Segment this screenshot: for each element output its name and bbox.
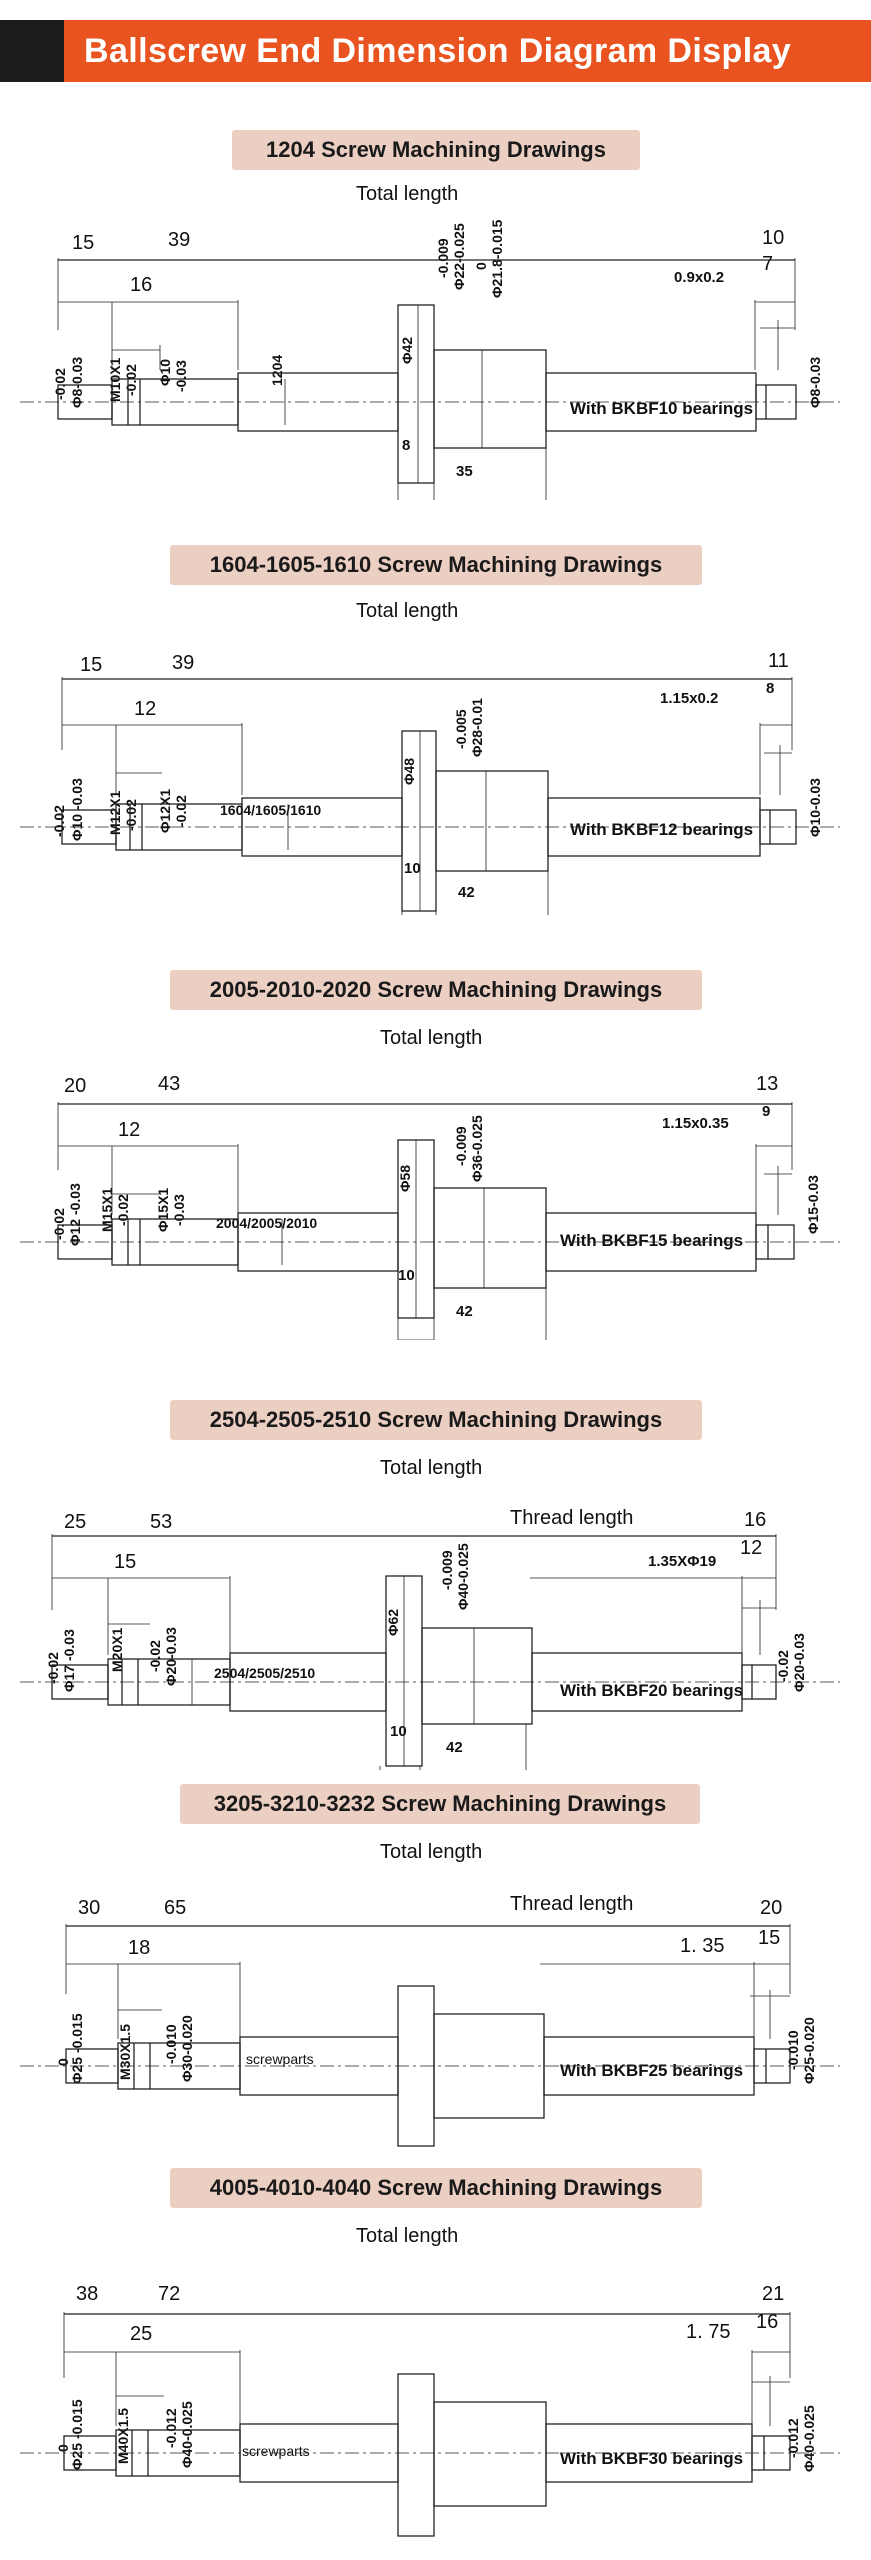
model-label: 2004/2005/2010 [216,1215,318,1231]
bearing-note: With BKBF10 bearings [570,399,754,418]
groove-dim: 0.9x0.2 [674,269,725,286]
dim-right-1: 16 [744,1509,767,1531]
dim-left-3: 18 [128,1937,151,1959]
dim-left-1: 38 [76,2283,99,2305]
screw-diagram [20,1924,840,2147]
groove-dim: 1. 75 [686,2321,731,2343]
nut-length: 42 [458,884,475,901]
header-accent-block [0,20,64,82]
section-title: 2504-2505-2510 Screw Machining Drawings [170,1400,702,1440]
drawing-section-3205: 3205-3210-3232 Screw Machining Drawings … [0,1784,871,2164]
drawing-section-1204: 1204 Screw Machining Drawings Total leng… [0,130,871,510]
groove-dim: 1.35XΦ19 [648,1553,717,1570]
bearing-note: With BKBF30 bearings [560,2449,744,2468]
drawing-section-4005: 4005-4010-4040 Screw Machining Drawings … [0,2168,871,2548]
dim-right-2: 7 [762,253,774,275]
dim-left-1: 15 [72,232,95,254]
page-title: Ballscrew End Dimension Diagram Display [84,32,792,70]
dim-left-3: 15 [114,1551,137,1573]
total-length-label: Total length [380,1027,483,1049]
dim-left-3: 12 [118,1119,141,1141]
total-length-label: Total length [380,1841,483,1863]
flange-width: 10 [398,1267,415,1284]
dim-left-3: 16 [130,274,153,296]
dim-left-2: 53 [150,1511,173,1533]
dim-left-1: 20 [64,1075,87,1097]
dim-left-3: 12 [134,698,157,720]
total-length-label: Total length [356,2225,459,2247]
screw-diagram [20,1102,840,1340]
section-title: 1604-1605-1610 Screw Machining Drawings [170,545,702,585]
drawing-section-2005: 2005-2010-2020 Screw Machining Drawings … [0,970,871,1350]
dim-left-1: 15 [80,654,103,676]
bearing-note: With BKBF12 bearings [570,820,754,839]
screw-diagram [20,677,840,915]
groove-dim: 1. 35 [680,1935,725,1957]
dim-left-2: 39 [168,229,191,251]
model-label: 2504/2505/2510 [214,1665,316,1681]
drawing-section-2504: 2504-2505-2510 Screw Machining Drawings … [0,1400,871,1780]
dim-left-2: 72 [158,2283,181,2305]
model-label: screwparts [246,2051,314,2067]
dim-left-1: 25 [64,1511,87,1533]
total-length-label: Total length [380,1457,483,1479]
nut-length: 35 [456,463,473,480]
nut-length: 42 [446,1739,463,1756]
bearing-note: With BKBF20 bearings [560,1681,744,1700]
dim-right-2: 8 [766,680,775,697]
dim-right-2: 12 [740,1537,763,1559]
drawing-section-1604: 1604-1605-1610 Screw Machining Drawings … [0,545,871,925]
dim-right-1: 10 [762,227,785,249]
dim-right-1: 20 [760,1897,783,1919]
section-title: 3205-3210-3232 Screw Machining Drawings [180,1784,700,1824]
thread-length-label: Thread length [510,1893,634,1915]
page-header: Ballscrew End Dimension Diagram Display [0,20,871,82]
dim-right-2: 16 [756,2311,779,2333]
thread-length-label: Thread length [510,1507,634,1529]
model-label: 1604/1605/1610 [220,802,322,818]
dim-left-2: 43 [158,1073,181,1095]
screw-diagram [20,2312,840,2537]
model-label: screwparts [242,2443,310,2459]
screw-diagram [20,1534,840,1770]
dim-right-1: 21 [762,2283,785,2305]
flange-width: 10 [390,1723,407,1740]
bearing-note: With BKBF15 bearings [560,1231,744,1250]
dim-right-1: 13 [756,1073,779,1095]
dim-left-2: 39 [172,652,195,674]
dim-left-3: 25 [130,2323,153,2345]
dim-left-2: 65 [164,1897,187,1919]
dim-right-2: 15 [758,1927,781,1949]
nut-length: 42 [456,1303,473,1320]
section-title: 4005-4010-4040 Screw Machining Drawings [170,2168,702,2208]
dim-left-1: 30 [78,1897,101,1919]
groove-dim: 1.15x0.35 [662,1115,729,1132]
groove-dim: 1.15x0.2 [660,690,719,707]
screw-diagram [20,258,840,500]
section-title: 2005-2010-2020 Screw Machining Drawings [170,970,702,1010]
dim-right-2: 9 [762,1103,771,1120]
total-length-label: Total length [356,183,459,205]
flange-width: 10 [404,860,421,877]
dim-right-1: 11 [768,650,789,672]
total-length-label: Total length [356,600,459,622]
flange-width: 8 [402,437,411,454]
section-title: 1204 Screw Machining Drawings [232,130,640,170]
